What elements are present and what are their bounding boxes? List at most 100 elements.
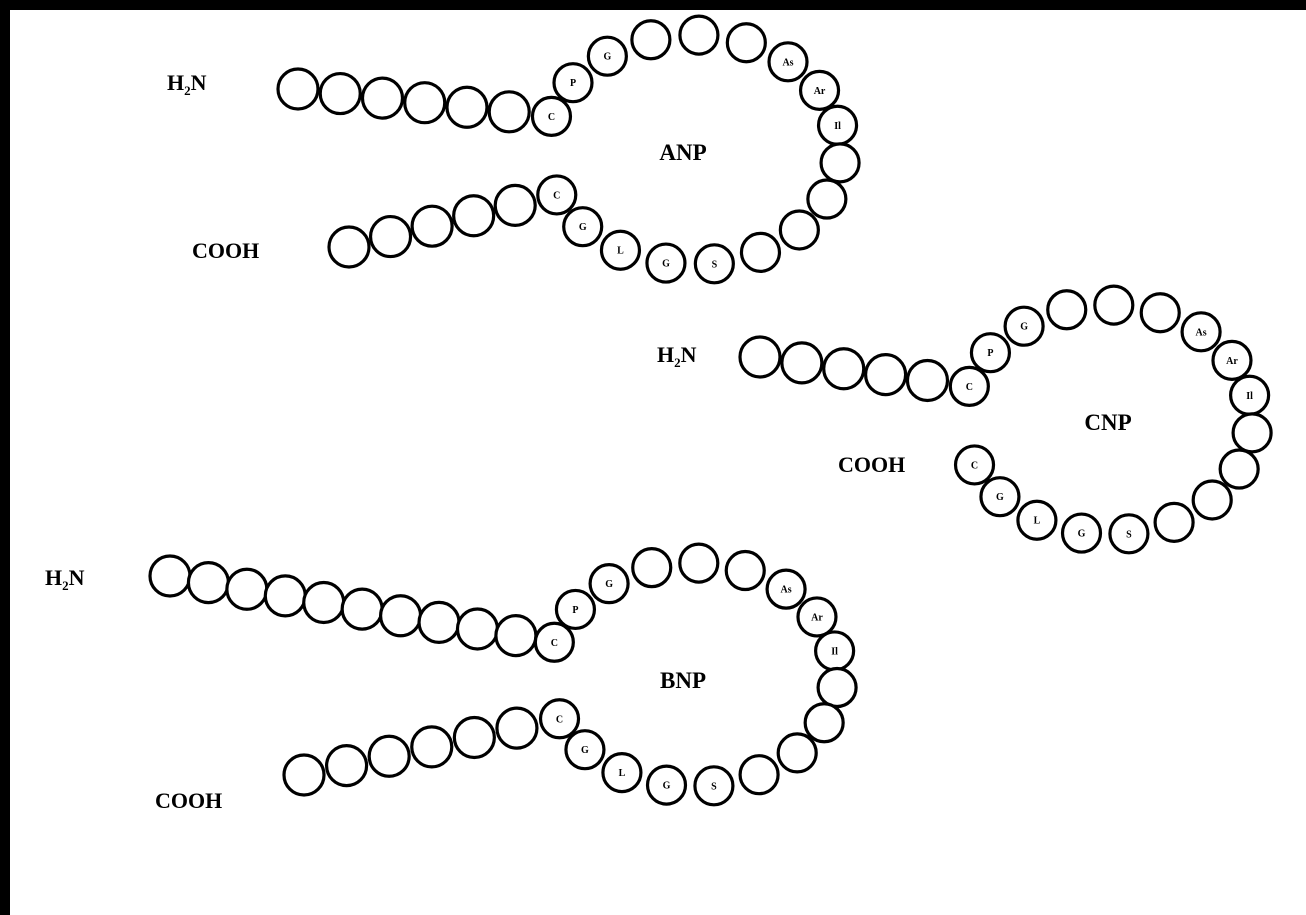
ring-residue-13 (1153, 501, 1195, 543)
residue-circle (327, 225, 371, 269)
residue-circle (379, 594, 423, 638)
ring-residue-17: G (979, 476, 1021, 518)
residue-circle (806, 178, 848, 220)
residue-circle (969, 332, 1012, 374)
c-tail-residue-5 (493, 183, 537, 227)
n-tail-residue-1 (738, 335, 782, 379)
residue-circle (1211, 339, 1253, 381)
residue-circle (693, 243, 735, 285)
ring-residue-14: S (693, 243, 735, 285)
ring-residue-8: Ar (798, 69, 841, 111)
residue-circle (368, 214, 413, 259)
ring-residue-6 (724, 549, 766, 592)
ring-residue-4 (1046, 289, 1088, 331)
residue-label: P (987, 348, 993, 359)
residue-circle (738, 335, 782, 379)
residue-label: S (1126, 529, 1132, 540)
residue-label: S (711, 781, 717, 792)
residue-circle (530, 95, 573, 137)
ring-residue-6 (725, 22, 767, 64)
ring-residue-7: As (1180, 311, 1222, 353)
residue-circle (494, 614, 538, 658)
residue-circle (725, 22, 767, 64)
residue-circle (452, 715, 496, 760)
residue-circle (724, 549, 766, 592)
ring-residue-9: Il (816, 104, 859, 146)
residue-label: Il (834, 121, 841, 132)
c-tail-residue-2 (368, 214, 413, 259)
residue-circle (678, 542, 720, 584)
residue-circle (645, 764, 688, 806)
c-terminus-label: COOH (192, 238, 259, 263)
residue-circle (778, 209, 820, 251)
ring-residue-16: L (1016, 499, 1058, 541)
residue-circle (564, 729, 606, 771)
residue-circle (948, 365, 990, 407)
residue-circle (803, 702, 845, 744)
ring-residue-10 (1231, 412, 1273, 454)
residue-label: C (548, 112, 555, 123)
c-tail-residue-1 (282, 753, 326, 797)
residue-label: G (603, 52, 611, 63)
ring-residue-2: P (554, 588, 597, 631)
residue-circle (767, 41, 809, 83)
residue-label: As (781, 585, 792, 596)
n-tail-residue-4 (864, 353, 908, 397)
residue-circle (410, 204, 454, 248)
residue-label: G (581, 745, 589, 756)
residue-circle (1046, 289, 1088, 331)
residue-circle (1218, 448, 1260, 490)
c-terminus-label: COOH (155, 788, 222, 813)
residue-label: G (1020, 322, 1028, 333)
c-tail-residue-2 (324, 744, 369, 788)
residue-label: S (712, 259, 718, 270)
residue-circle (599, 229, 642, 271)
ring-residue-3: G (1003, 305, 1045, 347)
residue-label: C (971, 460, 978, 471)
residue-label: As (1196, 327, 1207, 338)
n-tail-residue-2 (186, 561, 231, 605)
residue-circle (798, 69, 841, 111)
n-tail-residue-2 (780, 341, 824, 385)
residue-label: Il (1246, 391, 1253, 402)
n-tail-residue-3 (822, 347, 866, 391)
residue-circle (536, 174, 578, 216)
residue-label: Ar (1226, 356, 1238, 367)
ring-residue-13 (739, 231, 782, 273)
ring-residue-17: G (562, 206, 604, 248)
residue-circle (739, 231, 782, 273)
ring-residue-2: P (969, 332, 1012, 374)
ring-residue-15: G (1060, 512, 1103, 554)
ring-residue-1: C (530, 95, 573, 137)
residue-circle (533, 621, 575, 663)
residue-label: G (605, 579, 613, 590)
ring-residue-7: As (767, 41, 809, 83)
c-tail-residue-3 (367, 734, 411, 778)
residue-circle (410, 725, 454, 769)
ring-residue-5 (678, 542, 720, 584)
residue-circle (1108, 513, 1150, 555)
residue-circle (864, 353, 908, 397)
residue-circle (186, 561, 231, 605)
residue-label: G (662, 259, 670, 270)
peptide-name: ANP (659, 140, 706, 165)
ring-residue-5 (1093, 284, 1135, 326)
n-tail-residue-5 (905, 358, 950, 403)
n-tail-residue-3 (360, 76, 405, 120)
residue-label: P (570, 78, 576, 89)
ring-residue-10 (819, 142, 861, 184)
residue-label: C (551, 638, 558, 649)
residue-label: C (553, 190, 560, 201)
residue-circle (645, 242, 687, 284)
c-tail-residue-3 (410, 204, 454, 248)
residue-circle (1139, 292, 1181, 334)
residue-circle (780, 341, 824, 385)
c-terminus-label: COOH (838, 452, 905, 477)
ring-residue-16: L (599, 229, 642, 271)
residue-circle (1016, 499, 1058, 541)
residue-circle (979, 476, 1021, 518)
residue-circle (796, 596, 838, 638)
